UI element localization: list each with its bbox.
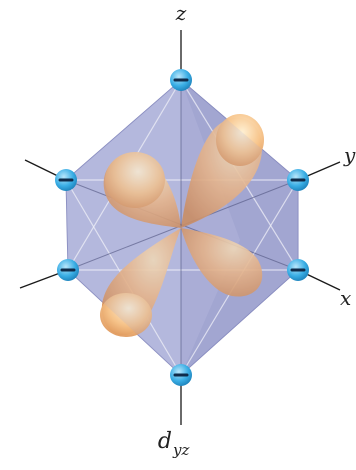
caption-main: d xyxy=(158,429,172,454)
orbital-lobe-upper-left xyxy=(103,152,181,228)
orbital-lobe-lower-right xyxy=(181,228,263,297)
orbital-caption: d yz xyxy=(158,429,190,459)
ligand-upper-right xyxy=(287,169,309,191)
ligand-lower-left xyxy=(57,259,79,281)
y-axis-label: y xyxy=(343,143,356,167)
z-axis-label: z xyxy=(175,1,187,25)
orbital-lobe-upper-right xyxy=(181,114,264,228)
orbital-lobe-lower-left xyxy=(100,228,181,337)
x-axis-label: x xyxy=(340,286,351,310)
ligand-top xyxy=(170,69,192,91)
ligands xyxy=(55,69,309,386)
ligand-bottom xyxy=(170,364,192,386)
ligand-upper-left xyxy=(55,169,77,191)
ligand-lower-right xyxy=(287,259,309,281)
dyz-orbital xyxy=(66,80,298,375)
caption-subscript: yz xyxy=(172,441,189,459)
